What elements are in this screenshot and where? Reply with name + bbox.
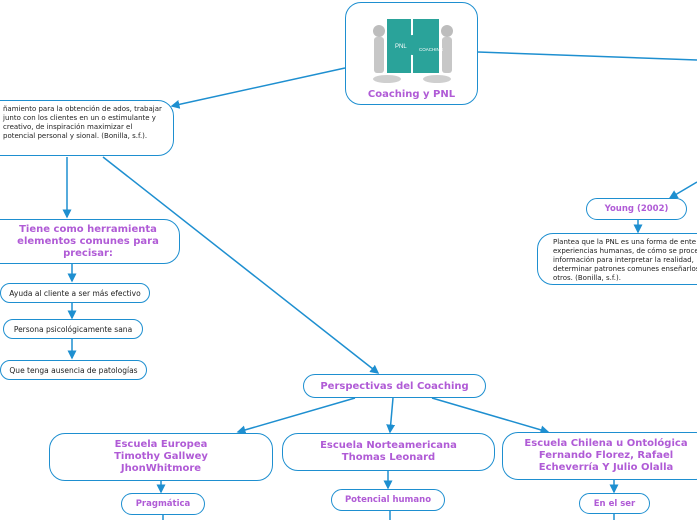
young-text: Plantea que la PNL es una forma de ente … — [553, 238, 697, 283]
perspectives-node[interactable]: Perspectivas del Coaching — [303, 374, 486, 398]
root-label: Coaching y PNL — [367, 89, 456, 100]
definition-node[interactable]: ñamiento para la obtención de ados, trab… — [0, 100, 174, 156]
young-text-node[interactable]: Plantea que la PNL es una forma de ente … — [537, 233, 697, 285]
school-north-american[interactable]: Escuela Norteamericana Thomas Leonard — [282, 433, 495, 471]
tool-item-label: Que tenga ausencia de patologías — [9, 365, 138, 375]
young-label: Young (2002) — [604, 204, 669, 214]
perspectives-label: Perspectivas del Coaching — [320, 380, 469, 392]
sub-label: Potencial humano — [344, 495, 432, 505]
tool-item-healthy[interactable]: Persona psicológicamente sana — [3, 319, 143, 339]
school-name: Escuela Europea Timothy Gallwey JhonWhit… — [114, 439, 208, 474]
sub-pragmatic[interactable]: Pragmática — [121, 493, 205, 515]
sub-label: Pragmática — [135, 499, 191, 509]
tool-item-label: Persona psicológicamente sana — [13, 324, 133, 334]
sub-being[interactable]: En el ser — [579, 493, 650, 514]
root-node[interactable]: PNL COACHING Coaching y PNL — [345, 2, 478, 105]
school-name: Escuela Norteamericana Thomas Leonard — [320, 440, 457, 463]
puzzle-image: PNL COACHING — [372, 19, 453, 83]
school-european[interactable]: Escuela Europea Timothy Gallwey JhonWhit… — [49, 433, 273, 481]
tool-label: Tiene como herramienta elementos comunes… — [17, 223, 159, 259]
puzzle-label-left: PNL — [395, 44, 407, 50]
definition-text: ñamiento para la obtención de ados, trab… — [3, 105, 162, 141]
school-chilean[interactable]: Escuela Chilena u Ontológica Fernando Fl… — [502, 432, 697, 480]
sub-human-potential[interactable]: Potencial humano — [331, 489, 445, 511]
tool-node[interactable]: Tiene como herramienta elementos comunes… — [0, 219, 180, 264]
young-node[interactable]: Young (2002) — [586, 198, 687, 220]
tool-item-no-pathology[interactable]: Que tenga ausencia de patologías — [0, 360, 147, 380]
tool-item-effective[interactable]: Ayuda al cliente a ser más efectivo — [0, 283, 150, 303]
school-name: Escuela Chilena u Ontológica Fernando Fl… — [524, 438, 688, 473]
sub-label: En el ser — [593, 498, 636, 509]
tool-item-label: Ayuda al cliente a ser más efectivo — [9, 288, 141, 298]
puzzle-label-right: COACHING — [419, 47, 444, 52]
